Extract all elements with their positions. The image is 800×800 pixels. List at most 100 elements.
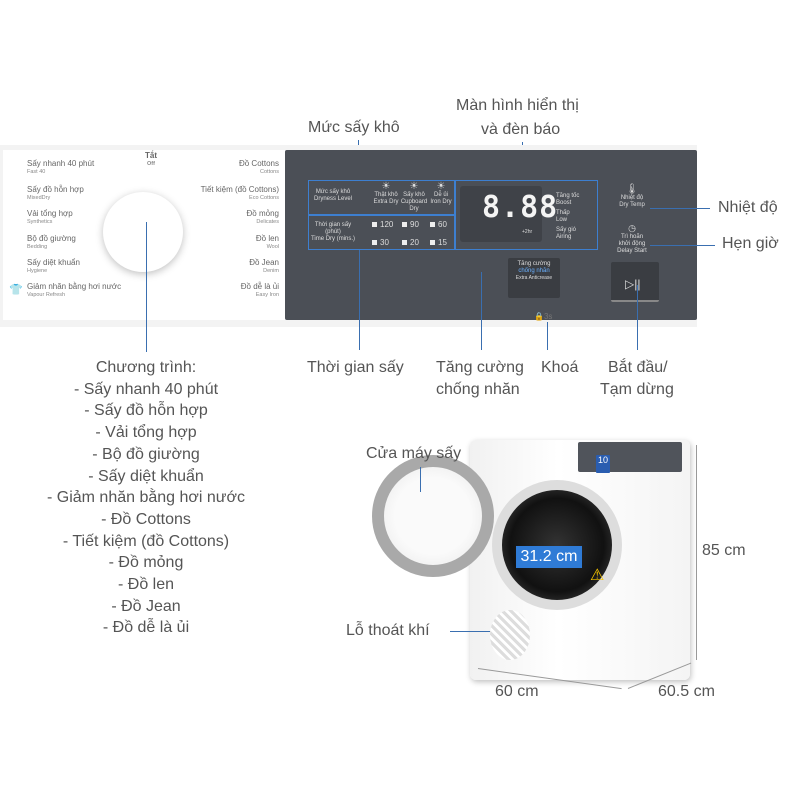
sun-icon: ☀	[381, 181, 391, 192]
height-dimension-line	[696, 445, 697, 660]
program-label: Vải tổng hợp	[27, 209, 73, 218]
digit-display	[460, 186, 542, 242]
program-label: Giảm nhăn bằng hơi nước	[27, 282, 122, 291]
program-label: Sấy diệt khuẩn	[27, 258, 80, 267]
program-label-en: Synthetics	[27, 219, 53, 225]
sun-icon: ☀	[436, 181, 446, 192]
callout-temp: Nhiệt độ	[718, 199, 778, 216]
program-label-en: Wool	[266, 244, 279, 250]
anticrease-label-en: Extra Anticrease	[515, 275, 553, 281]
time-option[interactable]: 90	[410, 220, 419, 229]
dryer-door	[372, 455, 494, 577]
time-option[interactable]: 30	[380, 238, 389, 247]
leader-line	[637, 285, 638, 350]
side-option-en: Boost	[556, 200, 572, 206]
shirt-icon: 👕	[9, 284, 23, 296]
off-label: Tắt	[145, 151, 157, 160]
dryer-control-panel	[578, 442, 682, 472]
program-label-en: Vapour Refresh	[27, 292, 66, 298]
side-option-en: Low	[556, 217, 568, 223]
program-label-en: MixedDry	[27, 195, 51, 201]
depth-label: 60.5 cm	[658, 683, 715, 700]
drum-diameter: 31.2 cm	[516, 546, 582, 568]
program-item: - Giảm nhăn bằng hơi nước	[46, 489, 245, 507]
temp-label: Nhiệt độ	[620, 195, 644, 201]
program-label: Đồ Jean	[249, 258, 279, 267]
lock-time: 3s	[543, 312, 553, 321]
program-label: Đồ Cottons	[238, 159, 279, 168]
dryness-option: Thật khô	[374, 192, 398, 198]
callout-time-dry: Thời gian sấy	[307, 359, 404, 376]
display-extra: +2hr	[522, 229, 533, 235]
program-item: - Đồ len	[117, 576, 175, 594]
program-label-en: Fast 40	[27, 169, 46, 175]
time-option[interactable]: 20	[410, 238, 419, 247]
program-label-en: Bedding	[27, 244, 48, 250]
program-item: - Sấy đồ hỗn hợp	[84, 402, 208, 420]
lock-indicator: 🔒3s	[534, 312, 553, 321]
anticrease-label: Tăng cường	[517, 261, 551, 267]
dryness-option: Dễ ủi	[433, 192, 448, 198]
program-label: Đồ len	[255, 234, 279, 243]
side-option: Thấp	[556, 210, 570, 216]
air-vent	[490, 610, 530, 660]
program-list: Chương trình: - Sấy nhanh 40 phút - Sấy …	[0, 357, 292, 639]
dryness-option-en: Extra Dry	[373, 199, 399, 205]
program-label: Đồ mỏng	[246, 209, 279, 218]
leader-line	[481, 272, 482, 350]
program-label-en: Denim	[263, 268, 279, 274]
off-label-en: Off	[147, 161, 155, 167]
program-label: Đồ dễ là ủi	[240, 282, 279, 291]
delay-label-en: Delay Start	[617, 248, 647, 254]
program-dial[interactable]	[103, 192, 183, 272]
program-item: - Bộ đồ giường	[92, 445, 200, 463]
play-pause-icon: ▷||	[625, 277, 641, 291]
program-label: Sấy đồ hỗn hợp	[27, 185, 84, 194]
leader-line	[420, 467, 421, 492]
warning-icon: ⚠	[590, 567, 605, 584]
dryness-label: Mức sấy khô	[315, 189, 351, 195]
callout-lock: Khoá	[541, 359, 579, 376]
anticrease-label: chống nhăn	[518, 268, 550, 274]
program-label-en: Delicates	[256, 219, 279, 225]
program-label-en: Easy Iron	[255, 292, 279, 298]
program-item: - Vải tổng hợp	[95, 424, 197, 442]
program-label-en: Eco Cottons	[249, 195, 279, 201]
program-item: - Đồ Cottons	[101, 510, 191, 528]
callout-display-1: Màn hình hiển thị	[456, 97, 579, 114]
leader-line	[450, 631, 490, 632]
dryness-label-en: Dryness Level	[313, 196, 352, 202]
display-digits: 8.88	[482, 190, 559, 225]
program-label: Tiết kiệm (đồ Cottons)	[200, 185, 279, 194]
callout-anticrease-1: Tăng cường	[436, 359, 524, 376]
drum-opening	[492, 480, 622, 610]
program-list-title: Chương trình:	[95, 359, 197, 376]
program-label: Bộ đồ giường	[27, 234, 76, 243]
height-label: 85 cm	[702, 542, 746, 559]
callout-start-1: Bắt đầu/	[608, 359, 668, 376]
program-item: - Đồ Jean	[111, 597, 181, 615]
sun-icon: ☀	[409, 181, 419, 192]
time-box	[308, 215, 455, 250]
callout-door: Cửa máy sấy	[366, 445, 462, 462]
dryness-option-en: Iron Dry	[430, 199, 452, 205]
callout-start-2: Tạm dừng	[600, 381, 674, 398]
program-label-en: Cottons	[260, 169, 279, 175]
side-option-en: Airing	[556, 234, 572, 240]
leader-line	[650, 208, 710, 209]
delay-label: Trì hoãn	[620, 234, 644, 240]
display-box	[455, 180, 598, 250]
leader-line	[650, 245, 715, 246]
warranty-badge: 10	[596, 455, 610, 473]
time-option[interactable]: 60	[438, 220, 447, 229]
leader-line	[547, 322, 548, 350]
time-option[interactable]: 15	[438, 238, 447, 247]
time-option[interactable]: 120	[380, 220, 394, 229]
side-option: Tăng tốc	[556, 193, 580, 199]
dryness-option: Sấy khô	[403, 192, 425, 198]
callout-display-2: và đèn báo	[481, 121, 561, 138]
dryness-option-en: Cupboard Dry	[400, 199, 428, 212]
start-pause-button[interactable]: ▷||	[611, 262, 659, 302]
program-item: - Sấy nhanh 40 phút	[73, 380, 219, 398]
